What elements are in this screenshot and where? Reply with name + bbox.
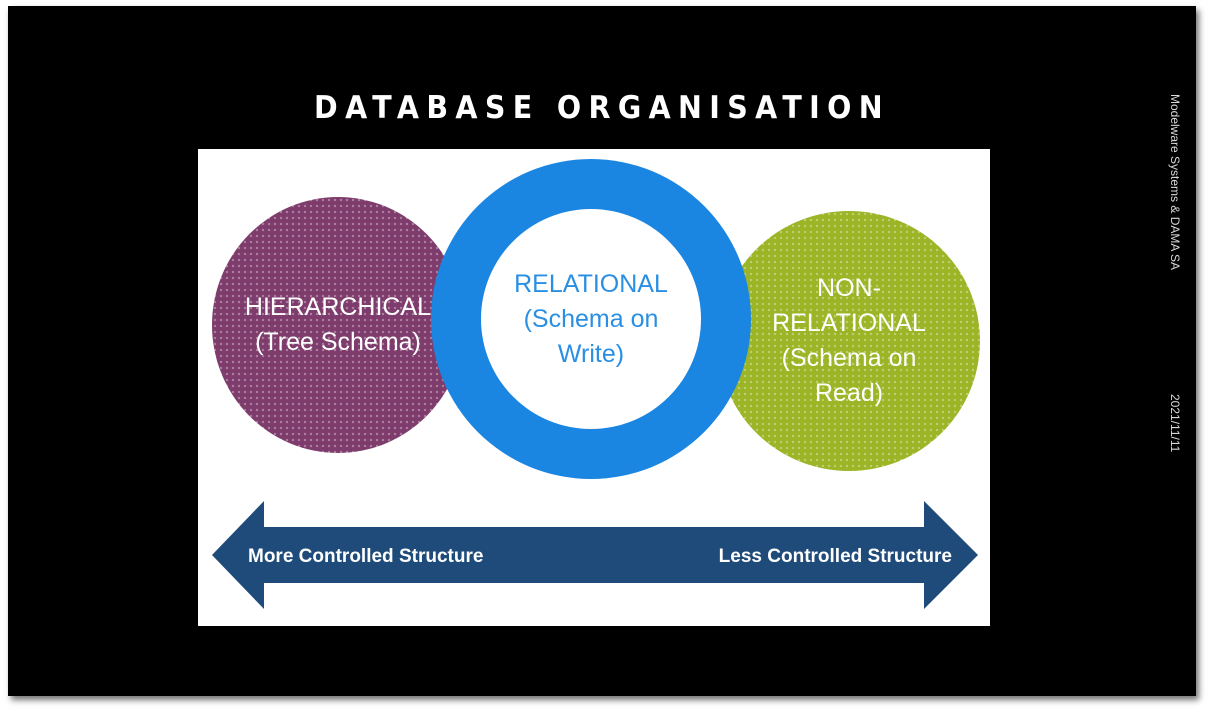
- hierarchical-title: HIERARCHICAL: [244, 293, 432, 321]
- hierarchical-circle: HIERARCHICAL (Tree Schema): [212, 197, 464, 453]
- non-relational-title-line2: RELATIONAL: [772, 309, 926, 337]
- relational-ring: RELATIONAL (Schema on Write): [431, 159, 751, 479]
- less-controlled-label: Less Controlled Structure: [718, 546, 952, 567]
- non-relational-circle: NON- RELATIONAL (Schema on Read): [718, 211, 980, 471]
- side-date-label: 2021/11/11: [1168, 394, 1182, 453]
- non-relational-subtitle-line2: Read): [814, 379, 884, 407]
- double-arrow-shape: [212, 501, 978, 609]
- relational-subtitle-line1: (Schema on: [523, 304, 659, 333]
- non-relational-subtitle-line1: (Schema on: [781, 344, 917, 372]
- slide: DATABASE ORGANISATION Modelware Systems …: [8, 6, 1196, 696]
- more-controlled-label: More Controlled Structure: [248, 546, 484, 567]
- slide-title: DATABASE ORGANISATION: [314, 90, 890, 126]
- diagram-panel: HIERARCHICAL (Tree Schema) NON- RELATION…: [198, 149, 990, 626]
- relational-inner-circle: RELATIONAL (Schema on Write): [481, 209, 701, 429]
- double-arrow: [212, 501, 978, 609]
- relational-subtitle-line2: Write): [557, 339, 625, 368]
- hierarchical-subtitle: (Tree Schema): [255, 328, 421, 356]
- relational-title: RELATIONAL: [514, 269, 668, 298]
- side-organisation-label: Modelware Systems & DAMA SA: [1168, 94, 1182, 271]
- non-relational-title-line1: NON-: [817, 274, 881, 302]
